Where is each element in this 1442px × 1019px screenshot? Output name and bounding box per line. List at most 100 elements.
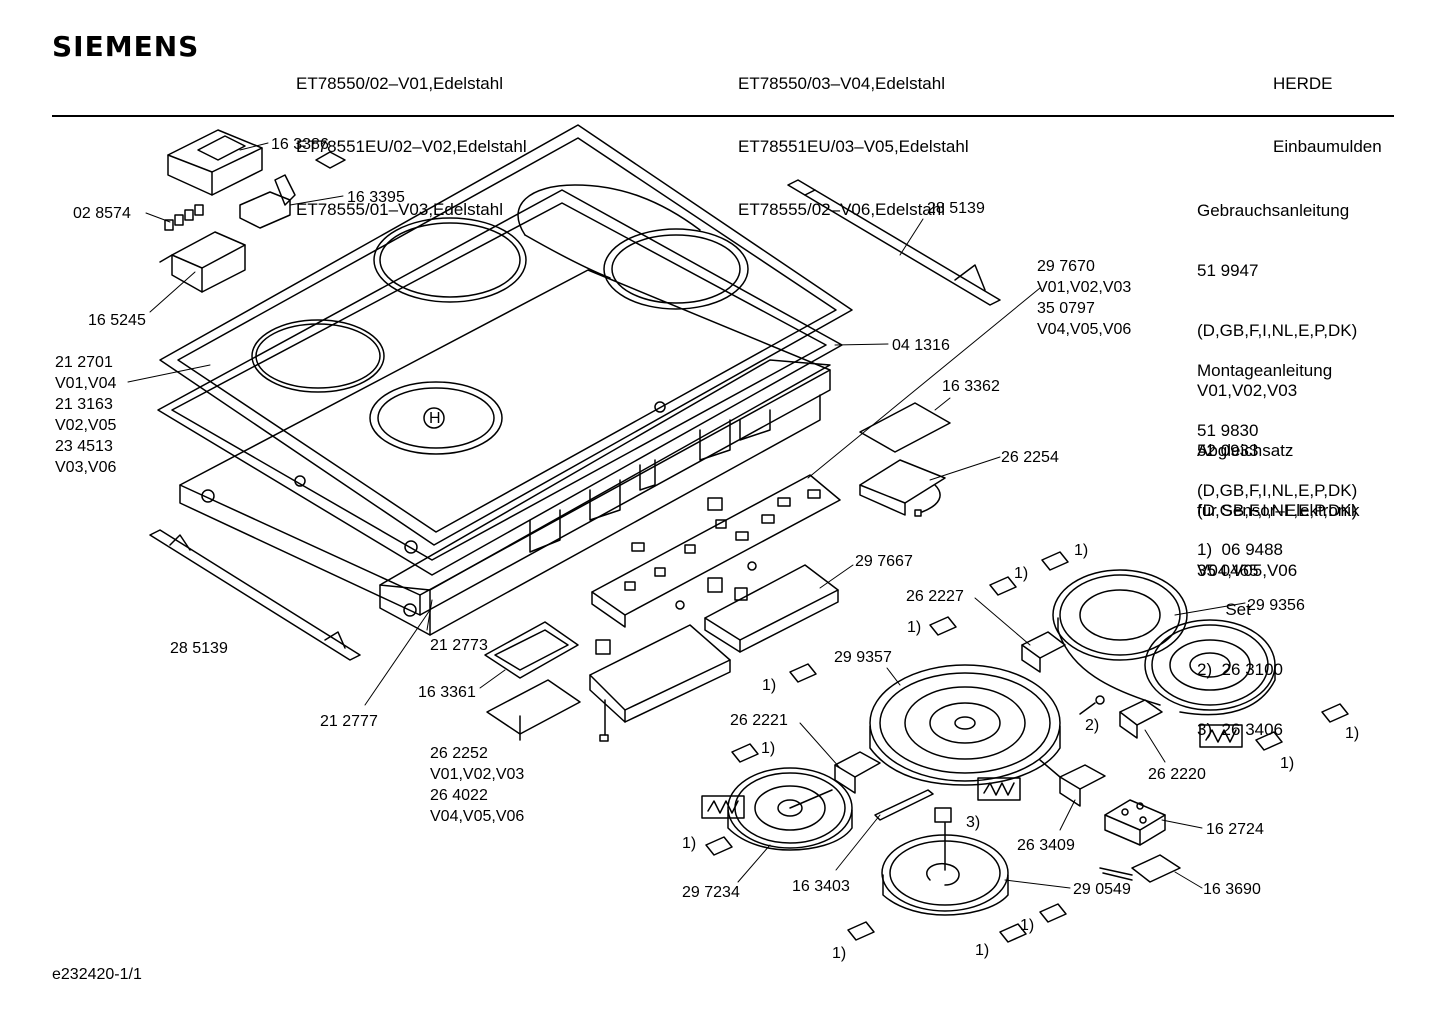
limiter-26-2227 (1021, 631, 1066, 673)
sensor-cover (859, 402, 951, 453)
inner-housing (379, 359, 831, 636)
terminal-16-2724 (1104, 799, 1166, 846)
label-23-4513: 23 4513 (55, 438, 113, 455)
control-board (591, 474, 841, 628)
model-line: ET78555/01–V03,Edelstahl (296, 200, 503, 219)
heater-symbol (977, 777, 1021, 801)
sensor-unit (859, 459, 946, 517)
montage-block: Montageanleitung 51 9830 (D,GB,F,I,NL,E,… (1197, 321, 1357, 521)
label-variant: V01,V02,V03 (430, 766, 524, 783)
label-26-2254: 26 2254 (1001, 449, 1059, 466)
sensor-board-rear (704, 564, 839, 653)
label-21-2773: 21 2773 (430, 637, 488, 654)
gebrauch-line: 51 9947 (1197, 261, 1259, 280)
gebrauch-line: (D,GB,F,I,NL,E,P,DK) (1197, 501, 1358, 520)
leader-lines (127, 142, 1246, 889)
heater-29-0549 (881, 807, 1009, 916)
note-ref: 1) (1345, 725, 1359, 742)
heater-symbol (701, 795, 745, 819)
terminal-housing (167, 129, 263, 196)
label-26-3409: 26 3409 (1017, 837, 1075, 854)
label-26-2227: 26 2227 (906, 588, 964, 605)
heater-oval-29-9356 (1052, 569, 1276, 716)
category-line: HERDE (1273, 74, 1333, 93)
label-variant: V04,V05,V06 (430, 808, 524, 825)
model-line: ET78551EU/03–V05,Edelstahl (738, 137, 969, 156)
model-line: ET78555/02–V06,Edelstahl (738, 200, 945, 219)
model-line: ET78550/02–V01,Edelstahl (296, 74, 503, 93)
label-16-3361: 16 3361 (418, 684, 476, 701)
montage-line: (D,GB,F,I,NL,E,P,DK) (1197, 481, 1358, 500)
label-21-2701: 21 2701 (55, 354, 113, 371)
label-04-1316: 04 1316 (892, 337, 950, 354)
drawing-id: e232420-1/1 (52, 966, 142, 983)
note-ref: 1) (832, 945, 846, 962)
note-ref: 3) (966, 814, 980, 831)
label-28-5139-top: 28 5139 (927, 200, 985, 217)
note-line: Set (1197, 600, 1251, 619)
model-line: ET78551EU/02–V02,Edelstahl (296, 137, 527, 156)
junction-box (159, 231, 246, 293)
seal-frame (157, 189, 843, 576)
label-16-3362: 16 3362 (942, 378, 1000, 395)
model-list-2: ET78550/03–V04,Edelstahl ET78551EU/03–V0… (738, 31, 969, 241)
gebrauch-line: (D,GB,F,I,NL,E,P,DK) (1197, 321, 1358, 340)
label-35-0797: 35 0797 (1037, 300, 1095, 317)
gebrauch-block: Gebrauchsanleitung 51 9947 (D,GB,F,I,NL,… (1197, 161, 1357, 601)
part-labels: 16 3386 16 3395 02 8574 16 5245 21 2701 … (55, 136, 1359, 962)
abgleich-line: 35 0465 (1197, 561, 1259, 580)
label-29-7234: 29 7234 (682, 884, 740, 901)
bottom-tray (179, 269, 831, 617)
note-ref: 1) (975, 942, 989, 959)
model-list-1: ET78550/02–V01,Edelstahl ET78551EU/02–V0… (296, 31, 527, 241)
label-02-8574: 02 8574 (73, 205, 131, 222)
label-variant: V04,V05,V06 (1037, 321, 1131, 338)
gebrauch-line: V01,V02,V03 (1197, 381, 1298, 400)
note-ref: 1) (761, 740, 775, 757)
label-28-5139-left: 28 5139 (170, 640, 228, 657)
glass-top (159, 124, 853, 546)
category: HERDE Einbaumulden (1273, 31, 1382, 178)
label-29-7667: 29 7667 (855, 553, 913, 570)
clip-part (315, 151, 346, 169)
gebrauch-line: V04,V05,V06 (1197, 561, 1298, 580)
note-ref: 1) (1020, 917, 1034, 934)
label-26-2221: 26 2221 (730, 712, 788, 729)
label-26-2252: 26 2252 (430, 745, 488, 762)
note-ref: 2) (1085, 717, 1099, 734)
limiter-26-2220 (1119, 699, 1163, 739)
gebrauch-line: Gebrauchsanleitung (1197, 201, 1350, 220)
limiter-26-3409 (1039, 759, 1106, 807)
connector-16-3690 (1099, 854, 1181, 883)
label-29-7670: 29 7670 (1037, 258, 1095, 275)
rail-left (149, 529, 361, 661)
note-ref: 1) (762, 677, 776, 694)
heater-small-29-7234 (727, 767, 853, 851)
label-16-3403: 16 3403 (792, 878, 850, 895)
note-ref: 1) (1280, 755, 1294, 772)
label-26-4022: 26 4022 (430, 787, 488, 804)
label-variant: V03,V06 (55, 459, 116, 476)
hob-mark: H (429, 410, 441, 427)
note-ref: 1) (682, 835, 696, 852)
category-line: Einbaumulden (1273, 137, 1382, 156)
label-29-9356: 29 9356 (1247, 597, 1305, 614)
label-29-9357: 29 9357 (834, 649, 892, 666)
label-variant: V01,V04 (55, 375, 116, 392)
label-variant: V01,V02,V03 (1037, 279, 1131, 296)
heater-symbol (1199, 724, 1243, 748)
gebrauch-line: 52 0933 (1197, 441, 1259, 460)
label-21-2777: 21 2777 (320, 713, 378, 730)
label-16-3690: 16 3690 (1203, 881, 1261, 898)
ring-26-3100 (1079, 695, 1105, 715)
abgleich-block: Abgleichsatz für Sensor–Elektronik 35 04… (1197, 401, 1360, 601)
label-29-0549: 29 0549 (1073, 881, 1131, 898)
montage-line: Montageanleitung (1197, 361, 1333, 380)
model-line: ET78550/03–V04,Edelstahl (738, 74, 945, 93)
sensor-gasket (484, 621, 579, 679)
note-ref: 1) (907, 619, 921, 636)
label-16-3386: 16 3386 (271, 136, 329, 153)
label-16-5245: 16 5245 (88, 312, 146, 329)
limiter-26-2221 (834, 751, 881, 794)
abgleich-line: Abgleichsatz (1197, 441, 1294, 460)
